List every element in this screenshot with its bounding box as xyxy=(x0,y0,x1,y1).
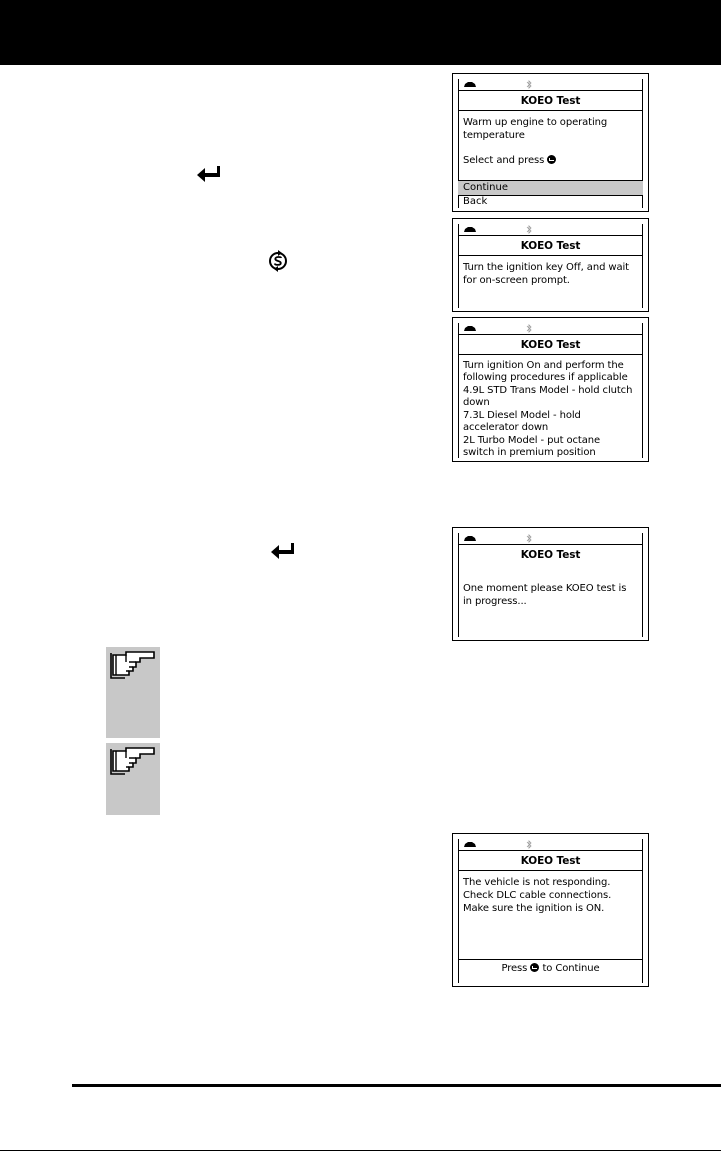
vehicle-icon xyxy=(464,536,476,541)
vehicle-icon xyxy=(464,842,476,847)
screen-text-line: for on-screen prompt. xyxy=(463,275,570,286)
screen-text-line: 7.3L Diesel Model - hold xyxy=(463,410,581,421)
device-screen-warm-up: KOEO Test Warm up engine to operating te… xyxy=(452,73,649,212)
screen-text-line: Select and press xyxy=(463,154,557,167)
system-menu-icon xyxy=(269,250,287,272)
enter-key-icon xyxy=(530,963,540,972)
screen-text-line: in progress... xyxy=(463,596,527,607)
page-header-bar xyxy=(0,0,721,65)
screen-title: KOEO Test xyxy=(520,95,581,107)
bluetooth-icon xyxy=(526,80,532,89)
device-screen-ignition-off: KOEO Test Turn the ignition key Off, and… xyxy=(452,218,649,312)
vehicle-icon xyxy=(464,227,476,232)
footer-rule xyxy=(72,1084,721,1087)
device-screen-ignition-on: KOEO Test Turn ignition On and perform t… xyxy=(452,317,649,462)
screen-title: KOEO Test xyxy=(520,240,581,252)
screen-text-line: down xyxy=(463,397,490,408)
screen-text-line: 2L Turbo Model - put octane xyxy=(463,435,601,446)
status-bar xyxy=(458,79,643,91)
status-bar xyxy=(458,839,643,851)
screen-text-line: The vehicle is not responding. xyxy=(463,877,611,888)
screen-text-line: 4.9L STD Trans Model - hold clutch xyxy=(463,385,633,396)
screen-title: KOEO Test xyxy=(520,855,581,867)
screen-title: KOEO Test xyxy=(520,549,581,561)
screen-text-line: accelerator down xyxy=(463,422,549,433)
note-icon-box xyxy=(106,647,160,738)
pointing-hand-note-icon xyxy=(110,747,155,775)
bluetooth-icon xyxy=(526,840,532,849)
screen-text-line: switch in premium position xyxy=(463,447,596,458)
screen-text-line: following procedures if applicable xyxy=(463,372,628,383)
enter-key-icon xyxy=(547,155,557,164)
bottom-rule xyxy=(0,1150,721,1151)
device-screen-not-responding: KOEO Test The vehicle is not responding.… xyxy=(452,833,649,987)
press-to-continue-prompt: Press to Continue xyxy=(501,963,600,974)
menu-item-back[interactable]: Back xyxy=(463,196,488,207)
enter-key-icon xyxy=(197,166,220,182)
vehicle-icon xyxy=(464,326,476,331)
screen-text-line: One moment please KOEO test is xyxy=(463,583,627,594)
note-icon-box xyxy=(106,743,160,815)
screen-title: KOEO Test xyxy=(520,339,581,351)
bluetooth-icon xyxy=(526,324,532,333)
screen-text-line: Check DLC cable connections. xyxy=(463,890,612,901)
menu-item-continue[interactable]: Continue xyxy=(458,181,643,195)
screen-text-line: Warm up engine to operating xyxy=(463,117,608,128)
pointing-hand-note-icon xyxy=(110,651,155,679)
status-bar xyxy=(458,323,643,335)
device-screen-in-progress: KOEO Test One moment please KOEO test is… xyxy=(452,527,649,641)
bluetooth-icon xyxy=(526,225,532,234)
screen-text-line: temperature xyxy=(463,130,525,141)
vehicle-icon xyxy=(464,82,476,87)
enter-key-icon xyxy=(271,543,294,559)
screen-text-line: Turn ignition On and perform the xyxy=(463,360,624,371)
status-bar xyxy=(458,533,643,545)
status-bar xyxy=(458,224,643,236)
screen-text-line: Make sure the ignition is ON. xyxy=(463,903,605,914)
screen-text-line: Turn the ignition key Off, and wait xyxy=(463,262,629,273)
bluetooth-icon xyxy=(526,534,532,543)
